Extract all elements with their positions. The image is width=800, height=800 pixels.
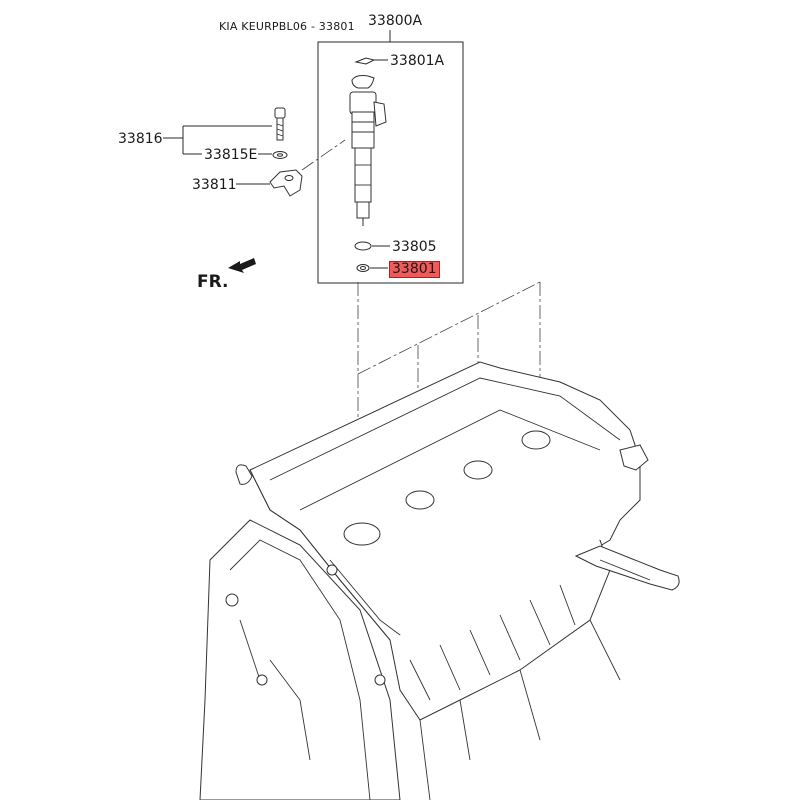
part-label-33801-highlighted[interactable]: 33801	[389, 261, 440, 278]
clip-part	[354, 57, 388, 65]
injector-part	[349, 75, 387, 226]
injector-port	[343, 522, 381, 546]
fr-arrow-icon	[228, 258, 256, 273]
assembly-box	[317, 41, 464, 284]
clamp-part	[269, 169, 303, 197]
part-label-33801a[interactable]: 33801A	[390, 53, 445, 69]
washer-33815e	[272, 151, 288, 159]
part-label-33816[interactable]: 33816	[118, 131, 163, 147]
washer-part	[356, 264, 370, 272]
part-label-33815e[interactable]: 33815E	[204, 147, 258, 163]
diagram-code: KIA KEURPBL06 - 33801	[219, 20, 355, 33]
part-label-33805[interactable]: 33805	[392, 239, 437, 255]
assembly-label: 33800A	[368, 13, 423, 29]
front-direction-label: FR.	[197, 272, 229, 292]
bolt-part	[274, 107, 286, 141]
leader-lines	[163, 125, 272, 185]
engine-block	[199, 361, 680, 800]
o-ring-part	[354, 241, 372, 251]
part-label-33811[interactable]: 33811	[192, 177, 237, 193]
